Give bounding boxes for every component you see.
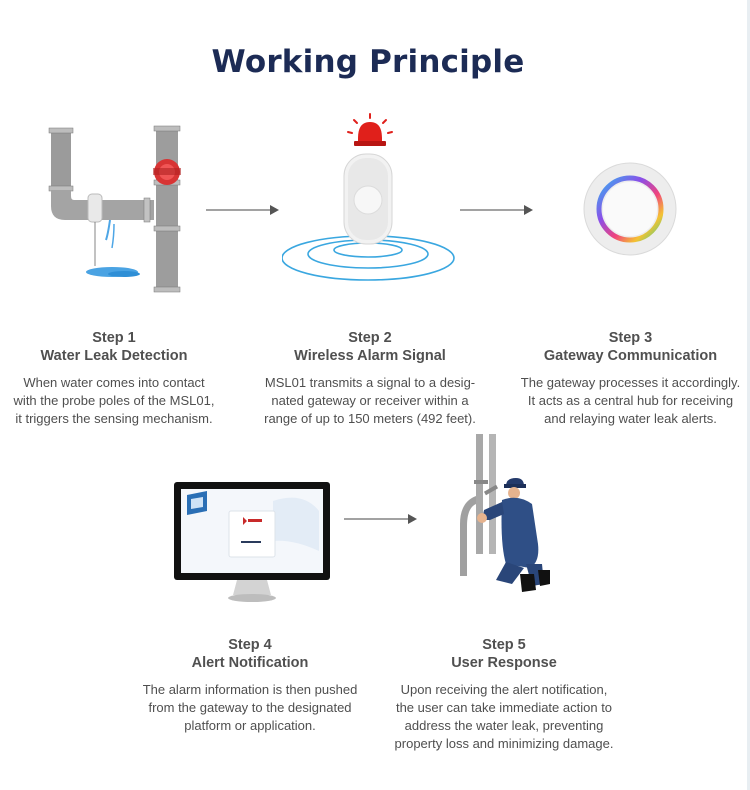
page-right-border <box>747 0 750 790</box>
step-4-name: Alert Notification <box>191 655 309 671</box>
pipe-leak-icon <box>44 124 189 296</box>
step-1-number: Step 1 <box>92 330 136 346</box>
step-4: Step 4 Alert Notification The alarm info… <box>132 636 368 735</box>
step-5-name: User Response <box>451 655 557 671</box>
step-3-description: The gateway processes it accordingly. It… <box>520 375 741 426</box>
step-1-name: Water Leak Detection <box>40 348 188 364</box>
sensor-alarm-icon <box>282 112 460 284</box>
step-2: Step 2 Wireless Alarm Signal MSL01 trans… <box>248 329 492 428</box>
step-5-number: Step 5 <box>482 637 526 653</box>
arrow-step4-to-step5 <box>344 513 418 525</box>
step-4-description: The alarm information is then pushed fro… <box>142 682 358 733</box>
step-4-number: Step 4 <box>228 637 272 653</box>
step-1-description: When water comes into contact with the p… <box>13 375 215 426</box>
step-2-number: Step 2 <box>348 330 392 346</box>
step-2-description: MSL01 transmits a signal to a desig- nat… <box>264 375 476 426</box>
arrow-step2-to-step3 <box>460 204 534 216</box>
step-2-name: Wireless Alarm Signal <box>294 348 446 364</box>
arrow-step1-to-step2 <box>206 204 280 216</box>
step-5-description: Upon receiving the alert notification, t… <box>394 682 614 751</box>
gateway-icon <box>582 161 678 257</box>
plumber-icon <box>454 434 554 596</box>
step-3-name: Gateway Communication <box>543 348 718 364</box>
page-title: Working Principle <box>211 44 525 80</box>
step-3-number: Step 3 <box>608 330 653 346</box>
step-5: Step 5 User Response Upon receiving the … <box>382 636 626 753</box>
step-3: Step 3 Gateway Communication The gateway… <box>508 329 750 428</box>
monitor-icon <box>173 481 333 605</box>
step-1: Step 1 Water Leak Detection When water c… <box>0 329 228 428</box>
